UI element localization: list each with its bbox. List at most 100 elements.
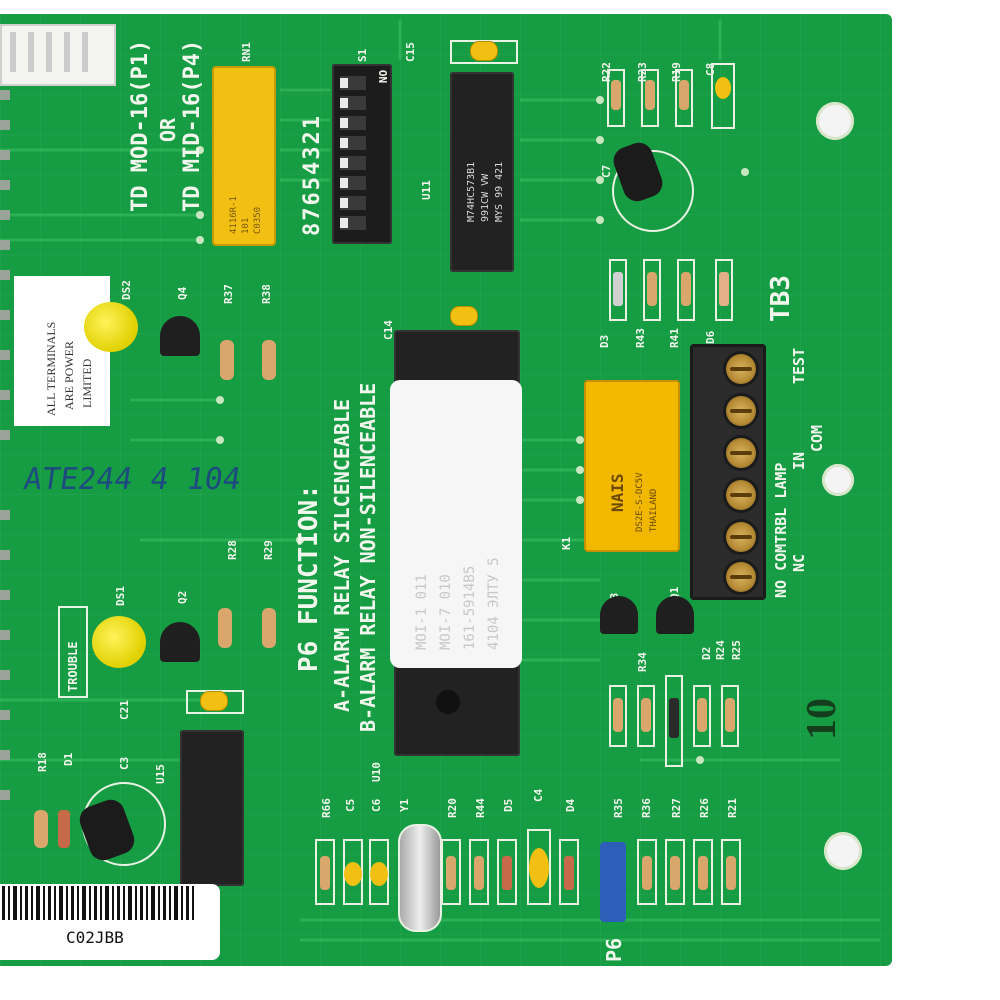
ref-u10: U10 [370,762,383,782]
diode-d1 [58,810,70,848]
u11-marking-1: M74HC573B1 [466,161,477,222]
board-number: 10 [799,698,845,740]
eprom-label-sticker: MOI-1 011 MOI-7 010 161-5914B5 4104 ЭЛТУ… [390,380,522,668]
ref-r26: R26 [698,798,711,818]
ref-r20: R20 [446,798,459,818]
tb3-label: TB3 [766,275,796,322]
component-row-lower [609,675,739,767]
ref-r28: R28 [226,540,239,560]
transistor-q4 [160,316,200,356]
mounting-hole [816,102,854,140]
ref-c7: C7 [600,164,613,178]
terminal-screw-5 [726,522,756,552]
terminal-screw-3 [726,438,756,468]
ref-c3: C3 [118,756,131,770]
component-row-mid [609,259,733,321]
tb3-terminal-labels-4: TEST [790,347,808,384]
eprom-line-3: 161-5914B5 [462,565,478,650]
eprom-line-2: MOI-7 010 [438,574,454,650]
relay-k1: NAIS DS2E-S-DC5V THAILAND [584,380,680,552]
capacitor-c15 [470,41,498,61]
ref-r36: R36 [640,798,653,818]
terminal-screw-1 [726,354,756,384]
pin-header [0,90,10,800]
ref-r29: R29 [262,540,275,560]
led-ds2 [84,302,138,352]
barcode-sticker: C02JBB [0,884,220,960]
ref-u15: U15 [154,764,167,784]
power-limited-sticker: ALL TERMINALS ARE POWER LIMITED [14,276,110,426]
ic-u11: M74HC573B1 991CW VW MYS 99 421 [450,72,514,272]
ref-r43: R43 [634,328,647,348]
ref-r24: R24 [714,640,727,660]
ref-r44: R44 [474,798,487,818]
ref-r66: R66 [320,798,333,818]
ref-ds1: DS1 [114,586,127,606]
ref-r18: R18 [36,752,49,772]
rn1-marking-1: 4116R-1 [229,196,239,234]
tb3-terminal-labels-5: COM [808,424,826,452]
tb3-terminal-labels-2: NC [790,553,808,572]
p6-function-a: A-ALARM RELAY SILCENCEABLE [330,398,354,712]
crystal-y1 [398,824,442,932]
ref-y1: Y1 [398,798,411,812]
terminal-screw-4 [726,480,756,510]
resistor-r18 [34,810,48,848]
ribbon-connector [0,24,116,86]
serial-number: C02JBB [66,928,124,947]
jumper-p6 [600,842,626,922]
relay-model: DS2E-S-DC5V [635,472,645,532]
ref-q4: Q4 [176,286,189,300]
ref-r41: R41 [668,328,681,348]
ref-ds2: DS2 [120,280,133,300]
capacitor-c14 [450,306,478,326]
relay-brand: NAIS [608,473,627,512]
ref-c4: C4 [532,788,545,802]
ref-r27: R27 [670,798,683,818]
ref-r21: R21 [726,798,739,818]
ref-d5: D5 [502,798,515,812]
power-limited-line-3: LIMITED [80,358,94,408]
ref-d2: D2 [700,646,713,660]
ref-c5: C5 [344,798,357,812]
resistor-r29 [262,608,276,648]
ref-r25: R25 [730,640,743,660]
dip-switch-s1 [332,64,392,244]
transistor-q1 [656,596,694,634]
tb3-terminal-labels-3: IN [790,451,808,470]
u11-marking-3: MYS 99 421 [494,161,505,222]
ref-r35: R35 [612,798,625,818]
terminal-screw-6 [726,562,756,592]
ref-d1: D1 [62,752,75,766]
eprom-line-1: MOI-1 011 [414,574,430,650]
ate-stamp: ATE244 4 104 [21,462,244,497]
p6-function-title: P6 FUNCTION: [294,484,324,672]
led-ds1 [92,616,146,668]
connector-label-or: OR [156,117,180,142]
rn1-marking-2: 101 [241,217,251,234]
ref-q2: Q2 [176,590,189,604]
connector-label-1: TD MOD-16(P1) [128,39,153,212]
ref-rn1: RN1 [240,42,253,62]
c7-outline [612,150,694,232]
ref-u11: U11 [420,180,433,200]
transistor-q2 [160,622,200,662]
p6-label: P6 [602,937,626,962]
ref-k1: K1 [560,536,573,550]
transistor-q3 [600,596,638,634]
component-row-bottom [315,829,741,905]
ref-c6: C6 [370,798,383,812]
terminal-screw-2 [726,396,756,426]
mounting-hole [822,464,854,496]
ref-c15: C15 [404,42,417,62]
power-limited-line-2: ARE POWER [62,341,76,410]
dip-on-label: ON [376,69,390,84]
ref-d3: D3 [598,334,611,348]
ref-r37: R37 [222,284,235,304]
mounting-hole [824,832,862,870]
resistor-r28 [218,608,232,648]
resistor-row-top [607,63,735,129]
tb3-terminal-labels-1: NO COMTRBL LAMP [772,462,790,598]
ref-d6: D6 [704,330,717,344]
